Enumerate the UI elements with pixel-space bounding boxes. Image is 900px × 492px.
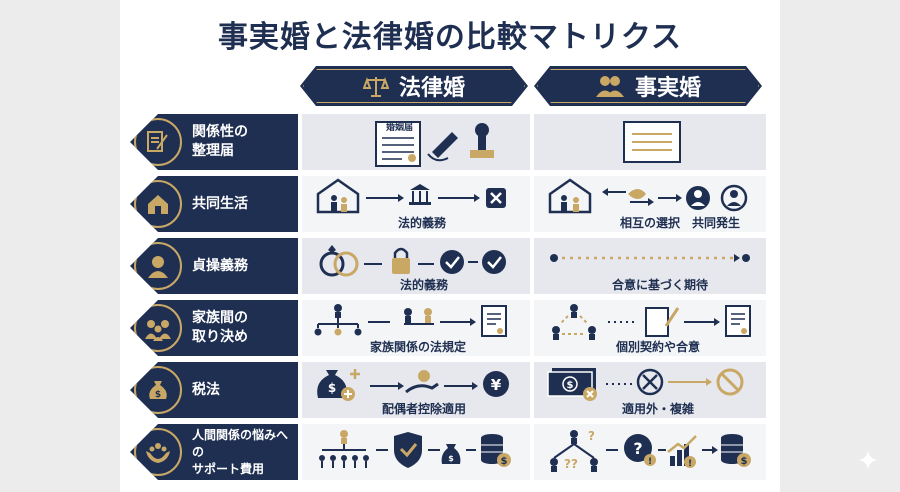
fidelity-legal-flow bbox=[319, 245, 506, 277]
row-label: 共同生活 bbox=[192, 195, 248, 212]
matrix-row-fidelity: 貞操義務 法的義務 合意に基づく期待 bbox=[130, 238, 766, 294]
matrix-row-support-costs: 人間関係の悩みへの サポート費用 $ $ ? ?? bbox=[130, 424, 766, 480]
support-common-flow: ? ?? ? ! ! $ bbox=[550, 429, 751, 472]
row-label: 税法 bbox=[192, 381, 220, 398]
svg-text:?: ? bbox=[633, 439, 642, 458]
row-label: 関係性の 整理届 bbox=[192, 124, 248, 159]
tax-legal-caption: 配偶者控除適用 bbox=[382, 402, 467, 416]
matrix-row-tax-law: $ 税法 $ ¥ 配偶者控除適用 $ 適用 bbox=[130, 362, 766, 418]
marriage-form-label: 婚姻届 bbox=[386, 123, 414, 133]
common-law-cell: 相互の選択 共同発生 bbox=[534, 176, 766, 232]
column-header-common-law: 事実婚 bbox=[534, 66, 762, 106]
family-icon bbox=[134, 304, 182, 352]
svg-text:!: ! bbox=[688, 459, 692, 469]
svg-text:$: $ bbox=[741, 456, 748, 467]
left-margin bbox=[0, 0, 120, 492]
common-law-cell: ? ?? ? ! ! $ bbox=[534, 424, 766, 480]
house-icon bbox=[134, 180, 182, 228]
legal-cell: 法的義務 bbox=[302, 238, 530, 294]
support-legal-flow: $ $ bbox=[319, 430, 511, 468]
family-legal-caption: 家族関係の法規定 bbox=[370, 340, 467, 354]
matrix-row-registration: 関係性の 整理届 婚姻届 bbox=[130, 114, 766, 170]
column-header-legal: 法律婚 bbox=[300, 66, 528, 106]
matrix-row-cohabitation: 共同生活 法的義務 相互の選択 共同発生 bbox=[130, 176, 766, 232]
svg-text:$: $ bbox=[448, 454, 454, 463]
common-law-cell bbox=[534, 114, 766, 170]
money-bag-icon: $ bbox=[134, 366, 182, 414]
blank-form-icon bbox=[623, 121, 681, 163]
column-label-common-law: 事実婚 bbox=[634, 76, 701, 101]
legal-cell: 法的義務 bbox=[302, 176, 530, 232]
svg-text:?: ? bbox=[588, 429, 595, 443]
row-label: 貞操義務 bbox=[192, 257, 248, 274]
svg-text:$: $ bbox=[567, 380, 574, 391]
svg-text:$: $ bbox=[155, 390, 161, 400]
legal-cell: $ ¥ 配偶者控除適用 bbox=[302, 362, 530, 418]
common-law-cell: 個別契約や合意 bbox=[534, 300, 766, 356]
cohabitation-legal-caption: 法的義務 bbox=[398, 216, 447, 230]
svg-text:$: $ bbox=[328, 381, 336, 395]
svg-text:??: ?? bbox=[564, 457, 578, 471]
fidelity-legal-caption: 法的義務 bbox=[400, 278, 449, 292]
family-legal-flow bbox=[314, 304, 507, 337]
legal-cell: 婚姻届 bbox=[302, 114, 530, 170]
common-law-cell: $ 適用外・複雑 bbox=[534, 362, 766, 418]
cohabitation-common-caption: 相互の選択 共同発生 bbox=[620, 216, 741, 230]
family-common-caption: 個別契約や合意 bbox=[616, 340, 701, 354]
tax-common-caption: 適用外・複雑 bbox=[622, 402, 695, 416]
fidelity-common-flow bbox=[550, 254, 750, 262]
page-title: 事実婚と法律婚の比較マトリクス bbox=[217, 20, 683, 55]
legal-cell: 家族関係の法規定 bbox=[302, 300, 530, 356]
tax-legal-flow: $ ¥ bbox=[317, 369, 509, 401]
cohabitation-common-flow bbox=[548, 178, 748, 214]
legal-cell: $ $ bbox=[302, 424, 530, 480]
row-label: 人間関係の悩みへの サポート費用 bbox=[192, 427, 289, 476]
tax-common-flow: $ bbox=[547, 368, 744, 401]
right-margin bbox=[780, 0, 900, 492]
matrix-row-family-arrangements: 家族間の 取り決め 家族関係の法規定 個 bbox=[130, 300, 766, 356]
person-icon bbox=[134, 242, 182, 290]
svg-text:!: ! bbox=[648, 457, 652, 467]
scales-icon bbox=[363, 74, 389, 98]
couple-icon bbox=[595, 74, 625, 98]
common-law-cell: 合意に基づく期待 bbox=[534, 238, 766, 294]
row-label: 家族間の 取り決め bbox=[192, 310, 248, 345]
support-hands-icon bbox=[134, 428, 182, 476]
sparkle-icon bbox=[858, 450, 878, 470]
marriage-form-icon bbox=[375, 121, 494, 167]
family-common-flow bbox=[552, 304, 751, 340]
column-label-legal: 法律婚 bbox=[398, 76, 465, 101]
document-pen-icon bbox=[134, 118, 182, 166]
fidelity-common-caption: 合意に基づく期待 bbox=[612, 278, 709, 292]
svg-text:¥: ¥ bbox=[491, 376, 502, 394]
cohabitation-legal-flow bbox=[316, 178, 506, 214]
svg-text:$: $ bbox=[501, 456, 508, 467]
